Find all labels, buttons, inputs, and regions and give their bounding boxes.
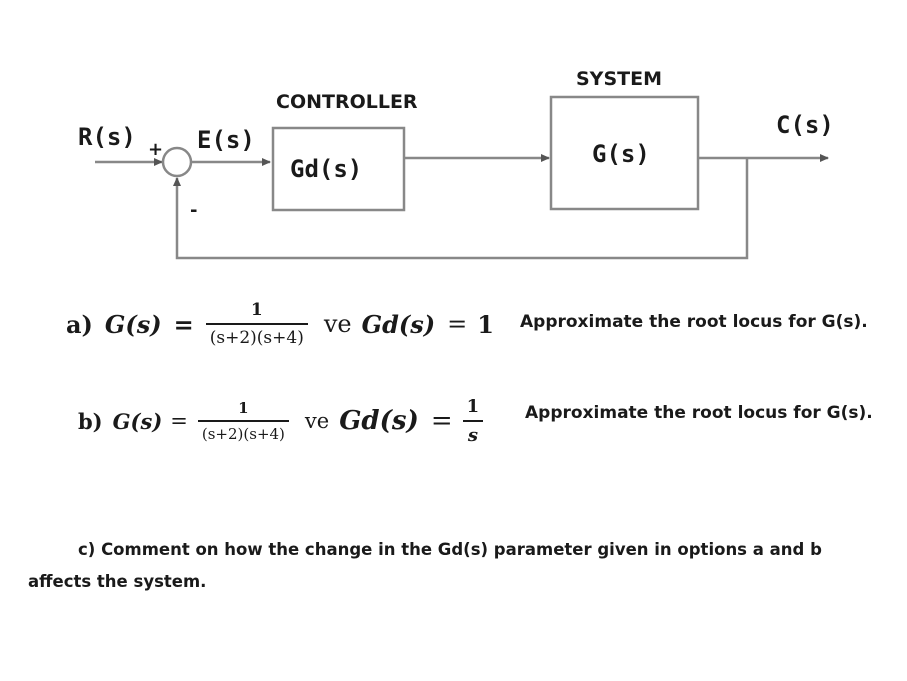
question-a-label: a) [66, 309, 93, 339]
question-b-gd-numerator: 1 [466, 396, 480, 418]
question-b-connector: ve [304, 409, 330, 433]
input-label: R(s) [78, 123, 136, 151]
feedback-path [173, 158, 749, 260]
question-b-label: b) [78, 408, 103, 434]
block-diagram: R(s) + E(s) - CONTROLLER Gd(s) SYSTEM G(… [78, 68, 834, 260]
question-a-lhs: G(s) [104, 309, 162, 339]
plus-sign: + [148, 139, 163, 160]
system-block-label: G(s) [592, 140, 650, 168]
question-c-text: c) Comment on how the change in the Gd(s… [28, 540, 822, 591]
question-b-lhs: G(s) [112, 408, 163, 434]
question-a-gd-value: 1 [477, 309, 494, 339]
fraction-bar [462, 420, 484, 422]
question-a-connector: ve [323, 310, 352, 338]
fraction-bar [205, 323, 308, 325]
question-b-denominator: (s+2)(s+4) [201, 424, 285, 443]
question-b-numerator: 1 [238, 399, 249, 418]
question-b-gd-equals: = [430, 406, 453, 436]
question-b-prompt: Approximate the root locus for G(s). [525, 403, 873, 423]
error-label: E(s) [197, 126, 255, 154]
question-b-equals: = [170, 409, 188, 433]
question-b-gd-fraction: 1 s [462, 396, 484, 446]
system-title: SYSTEM [576, 68, 662, 90]
question-b-fraction: 1 (s+2)(s+4) [197, 399, 289, 443]
system-block [549, 95, 700, 211]
question-a-gd-lhs: Gd(s) [361, 309, 436, 339]
question-a-numerator: 1 [250, 300, 263, 321]
minus-sign: - [190, 200, 197, 221]
question-b-equation: b) G(s) = 1 (s+2)(s+4) ve Gd(s) = 1 s [78, 390, 489, 452]
question-a-equation: a) G(s) = 1 (s+2)(s+4) ve Gd(s) = 1 [66, 290, 494, 358]
question-b-gd-lhs: Gd(s) [339, 406, 419, 436]
summing-junction [161, 146, 193, 178]
question-a-gd-equals: = [447, 310, 468, 338]
controller-block-label: Gd(s) [290, 155, 362, 183]
fraction-bar [197, 420, 289, 422]
question-a-prompt: Approximate the root locus for G(s). [520, 312, 868, 332]
output-label: C(s) [776, 111, 834, 139]
controller-title: CONTROLLER [276, 91, 418, 113]
question-b-gd-denominator: s [467, 424, 478, 446]
question-a-denominator: (s+2)(s+4) [209, 327, 304, 348]
controller-block [271, 126, 406, 212]
question-a-fraction: 1 (s+2)(s+4) [205, 300, 308, 348]
question-a-equals: = [173, 309, 194, 339]
